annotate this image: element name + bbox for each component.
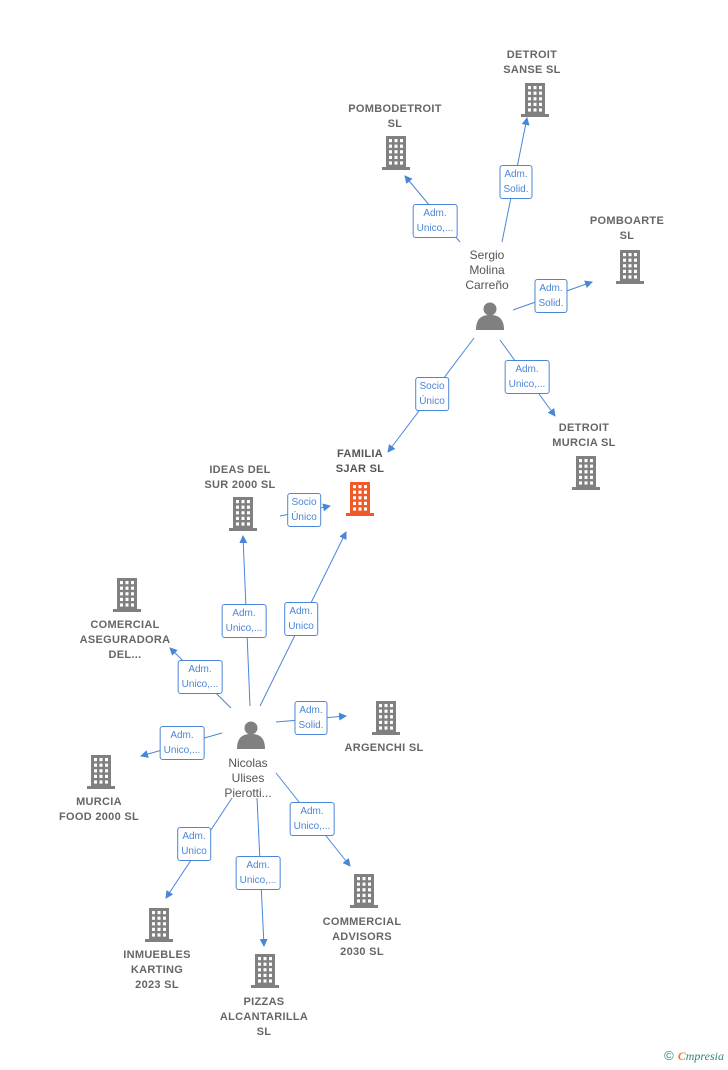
node-label-commercial-advisors[interactable]: COMMERCIAL ADVISORS 2030 SL	[322, 916, 402, 958]
building-icon-pizzas-alcantarilla[interactable]	[251, 954, 279, 988]
node-label-argenchi[interactable]: ARGENCHI SL	[344, 742, 424, 754]
person-icon-nicolas[interactable]	[237, 721, 265, 750]
node-label-nicolas[interactable]: Nicolas Ulises Pierotti...	[224, 756, 272, 800]
node-label-comercial-aseguradora[interactable]: COMERCIAL ASEGURADORA DEL...	[79, 619, 171, 661]
node-label-pizzas-alcantarilla[interactable]: PIZZAS ALCANTARILLA SL	[219, 996, 309, 1038]
node-label-ideas-del-sur[interactable]: IDEAS DEL SUR 2000 SL	[204, 464, 276, 491]
brand-initial: C	[677, 1049, 686, 1063]
brand-name: mpresia	[685, 1049, 724, 1063]
node-label-detroit-murcia[interactable]: DETROIT MURCIA SL	[552, 422, 616, 449]
node-label-pombodetroit[interactable]: POMBODETROIT SL	[348, 103, 442, 130]
building-icon-familia-sjar[interactable]	[346, 482, 374, 516]
relation-label-nicolas-murcia-food[interactable]: Adm. Unico,...	[159, 726, 205, 760]
relation-label-nicolas-comercial-aseguradora[interactable]: Adm. Unico,...	[177, 660, 223, 694]
node-label-murcia-food[interactable]: MURCIA FOOD 2000 SL	[58, 796, 139, 823]
relation-label-nicolas-commercial-advisors[interactable]: Adm. Unico,...	[289, 802, 335, 836]
person-icon-sergio[interactable]	[476, 302, 504, 331]
relation-label-sergio-pombodetroit[interactable]: Adm. Unico,...	[412, 204, 458, 238]
building-icon-commercial-advisors[interactable]	[350, 874, 378, 908]
empresia-logo: ©Cmpresia	[664, 1048, 724, 1064]
node-label-inmuebles-karting[interactable]: INMUEBLES KARTING 2023 SL	[123, 949, 191, 991]
relation-label-sergio-pomboarte[interactable]: Adm. Solid.	[534, 279, 568, 313]
relation-label-nicolas-argenchi[interactable]: Adm. Solid.	[294, 701, 328, 735]
relation-label-nicolas-inmuebles-karting[interactable]: Adm. Unico	[177, 827, 211, 861]
copyright-symbol: ©	[664, 1048, 674, 1063]
node-label-familia-sjar[interactable]: FAMILIA SJAR SL	[335, 448, 385, 475]
node-label-detroit-sanse[interactable]: DETROIT SANSE SL	[503, 49, 561, 76]
relation-label-nicolas-pizzas-alcantarilla[interactable]: Adm. Unico,...	[235, 856, 281, 890]
building-icon-detroit-murcia[interactable]	[572, 456, 600, 490]
building-icon-argenchi[interactable]	[372, 701, 400, 735]
building-icon-detroit-sanse[interactable]	[521, 83, 549, 117]
building-icon-ideas-del-sur[interactable]	[229, 497, 257, 531]
building-icon-inmuebles-karting[interactable]	[145, 908, 173, 942]
relation-label-sergio-detroit-sanse[interactable]: Adm. Solid.	[499, 165, 533, 199]
building-icon-pomboarte[interactable]	[616, 250, 644, 284]
relation-label-sergio-familia-sjar[interactable]: Socio Único	[415, 377, 449, 411]
relation-label-sergio-detroit-murcia[interactable]: Adm. Unico,...	[504, 360, 550, 394]
relation-label-nicolas-familia-sjar[interactable]: Adm. Unico	[284, 602, 318, 636]
building-icon-murcia-food[interactable]	[87, 755, 115, 789]
relation-label-ideas-del-sur-familia-sjar[interactable]: Socio Único	[287, 493, 321, 527]
relation-label-nicolas-ideas-del-sur[interactable]: Adm. Unico,...	[221, 604, 267, 638]
node-label-pomboarte[interactable]: POMBOARTE SL	[589, 215, 665, 242]
building-icon-pombodetroit[interactable]	[382, 136, 410, 170]
node-label-sergio[interactable]: Sergio Molina Carreño	[465, 248, 509, 292]
building-icon-comercial-aseguradora[interactable]	[113, 578, 141, 612]
